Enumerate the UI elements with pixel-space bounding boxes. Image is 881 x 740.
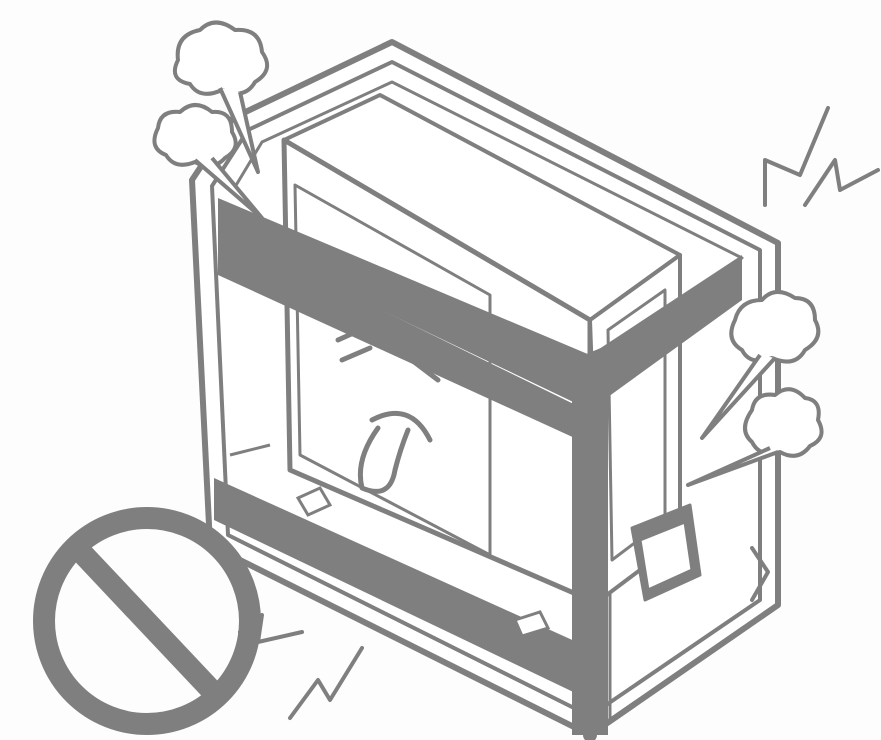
foot-right (512, 610, 551, 638)
tongue-icon (357, 410, 433, 494)
upper-strap-front (218, 230, 590, 445)
lower-strap (214, 478, 590, 700)
zigzag-top-right-1-icon (763, 106, 830, 207)
steam-tail-2 (193, 156, 264, 220)
power-connector (630, 503, 702, 602)
steam-puff-4-icon (743, 387, 824, 458)
zigzag-top-right-2-icon (803, 158, 880, 207)
prohibition-circle (33, 507, 261, 735)
steam-puff-2-icon (152, 103, 238, 169)
connector-face (638, 520, 694, 592)
steam-tail-1 (218, 87, 260, 174)
steam-tail-3 (700, 353, 777, 440)
steam-puff-3-icon (729, 290, 821, 364)
appliance-face (335, 319, 443, 494)
crate-rim-line-2 (230, 80, 744, 260)
corner-strap (572, 345, 608, 735)
zigzag-bottom-icon (288, 646, 364, 720)
crack-mark-right (750, 546, 770, 602)
prohibition-slash (73, 545, 223, 701)
base-details (229, 443, 551, 638)
right-eye-icon (397, 327, 443, 383)
packing-straps (214, 198, 742, 735)
upper-strap (218, 198, 742, 410)
steam-puff-1-icon (173, 20, 270, 96)
foot-left (295, 486, 333, 517)
left-eye-icon (335, 319, 381, 363)
steam-tail-4 (686, 446, 779, 487)
prohibition-icon (33, 507, 261, 735)
steam-puffs (152, 20, 824, 487)
base-strip (229, 443, 271, 457)
